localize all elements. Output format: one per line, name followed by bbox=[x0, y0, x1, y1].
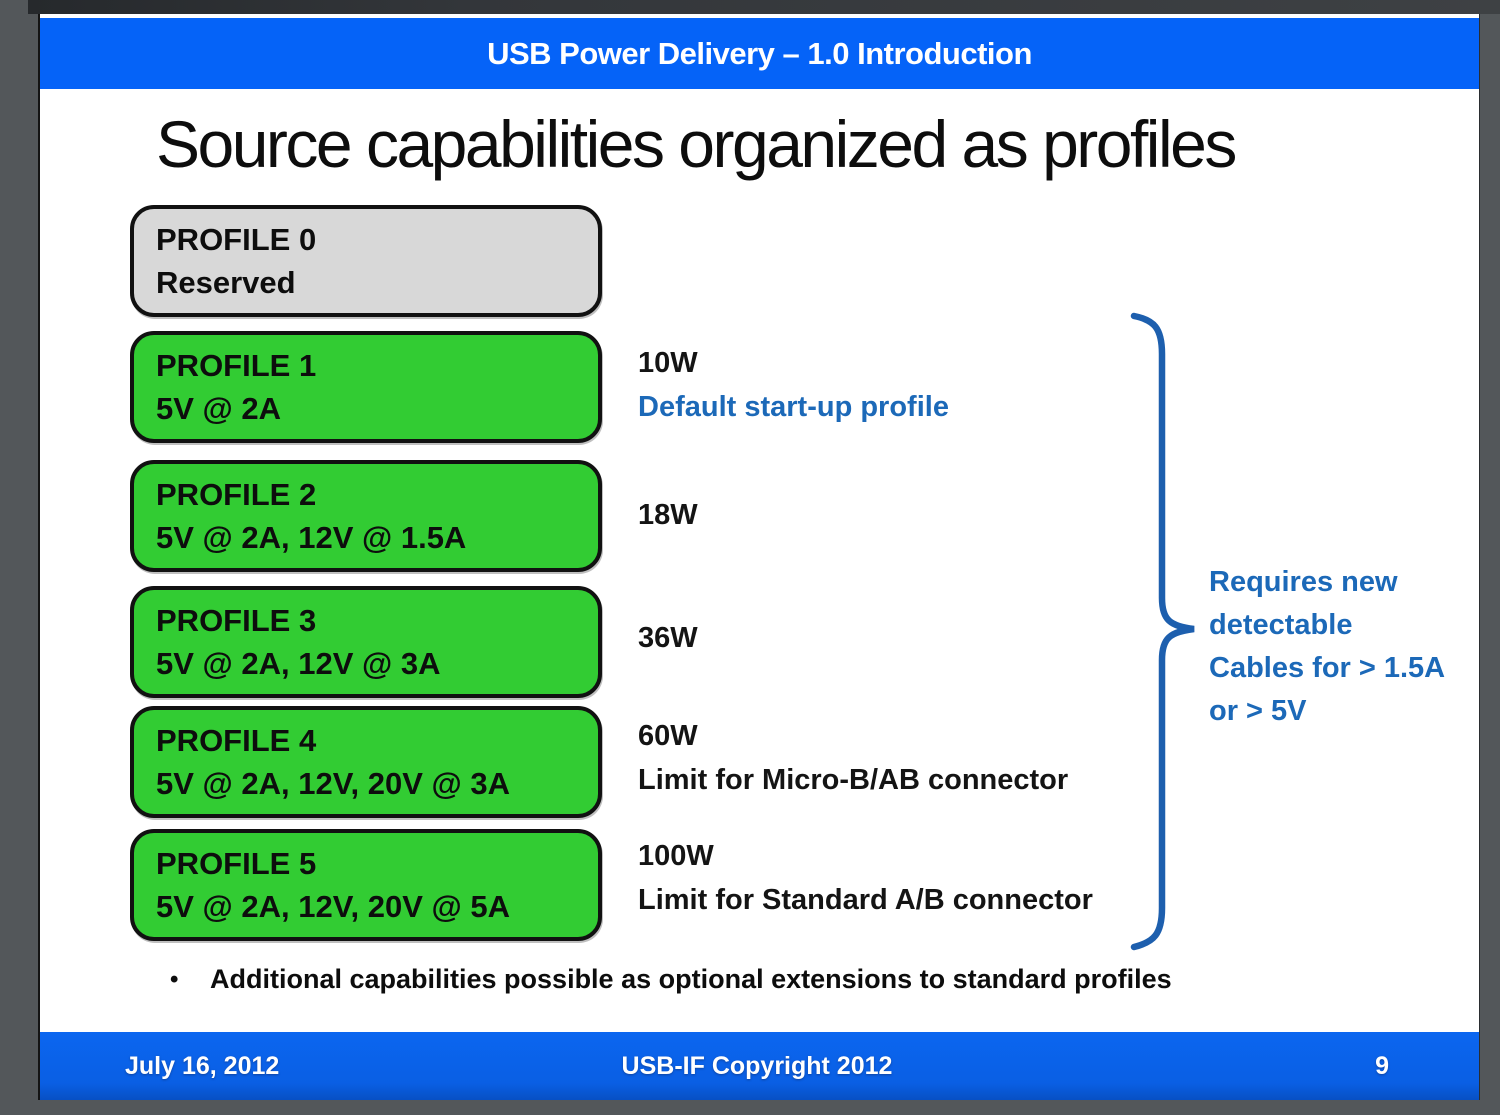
power-label: 10W bbox=[638, 347, 698, 379]
profile-box-2: PROFILE 2 5V @ 2A, 12V @ 1.5A bbox=[130, 460, 602, 572]
annotation-profile-1: 10W Default start-up profile bbox=[638, 341, 949, 429]
annotation-profile-2: 18W bbox=[638, 493, 698, 537]
profile-box-0: PROFILE 0 Reserved bbox=[130, 205, 602, 317]
profile-spec: 5V @ 2A, 12V, 20V @ 3A bbox=[156, 766, 511, 801]
slide-canvas: USB Power Delivery – 1.0 Introduction So… bbox=[38, 14, 1480, 1100]
profile-box-4: PROFILE 4 5V @ 2A, 12V, 20V @ 3A bbox=[130, 706, 602, 818]
profile-box-1: PROFILE 1 5V @ 2A bbox=[130, 331, 602, 443]
profile-label: PROFILE 2 bbox=[156, 477, 317, 512]
profile-spec: 5V @ 2A bbox=[156, 391, 281, 426]
bullet-point: • Additional capabilities possible as opt… bbox=[170, 964, 1172, 995]
annotation-profile-3: 36W bbox=[638, 616, 698, 660]
slide-title: Source capabilities organized as profile… bbox=[156, 107, 1237, 181]
profile-spec: 5V @ 2A, 12V @ 3A bbox=[156, 646, 441, 681]
brace-note-line: detectable bbox=[1209, 609, 1353, 641]
brace-note-line: Requires new bbox=[1209, 566, 1398, 598]
profile-spec: Reserved bbox=[156, 265, 296, 300]
bullet-marker: • bbox=[170, 966, 179, 993]
power-label: 18W bbox=[638, 499, 698, 531]
profile-label: PROFILE 0 bbox=[156, 222, 317, 257]
power-label: 36W bbox=[638, 622, 698, 654]
profile-spec: 5V @ 2A, 12V, 20V @ 5A bbox=[156, 889, 511, 924]
power-note: Limit for Micro-B/AB connector bbox=[638, 764, 1069, 796]
power-label: 100W bbox=[638, 840, 714, 872]
page-number: 9 bbox=[1375, 1051, 1389, 1080]
curly-brace-icon bbox=[1130, 312, 1195, 951]
window-top-strip bbox=[28, 0, 1500, 14]
brace-note: Requires new detectable Cables for > 1.5… bbox=[1209, 561, 1445, 733]
profile-box-3: PROFILE 3 5V @ 2A, 12V @ 3A bbox=[130, 586, 602, 698]
profile-label: PROFILE 1 bbox=[156, 348, 317, 383]
power-label: 60W bbox=[638, 720, 698, 752]
slide-header-title: USB Power Delivery – 1.0 Introduction bbox=[487, 35, 1032, 71]
power-note: Default start-up profile bbox=[638, 391, 949, 423]
power-note: Limit for Standard A/B connector bbox=[638, 884, 1093, 916]
brace-note-line: Cables for > 1.5A bbox=[1209, 652, 1446, 684]
brace-note-line: or > 5V bbox=[1209, 695, 1307, 727]
profile-box-5: PROFILE 5 5V @ 2A, 12V, 20V @ 5A bbox=[130, 829, 602, 941]
slide-header-bar: USB Power Delivery – 1.0 Introduction bbox=[40, 18, 1479, 89]
bullet-text: Additional capabilities possible as opti… bbox=[210, 964, 1172, 994]
annotation-profile-4: 60W Limit for Micro-B/AB connector bbox=[638, 714, 1068, 802]
footer-copyright: USB-IF Copyright 2012 bbox=[621, 1051, 893, 1080]
annotation-profile-5: 100W Limit for Standard A/B connector bbox=[638, 834, 1093, 922]
profile-label: PROFILE 3 bbox=[156, 603, 317, 638]
footer-date: July 16, 2012 bbox=[125, 1051, 280, 1080]
profile-label: PROFILE 4 bbox=[156, 723, 317, 758]
slide-footer-bar: July 16, 2012 USB-IF Copyright 2012 9 bbox=[40, 1032, 1479, 1100]
profile-spec: 5V @ 2A, 12V @ 1.5A bbox=[156, 520, 467, 555]
profile-label: PROFILE 5 bbox=[156, 846, 317, 881]
